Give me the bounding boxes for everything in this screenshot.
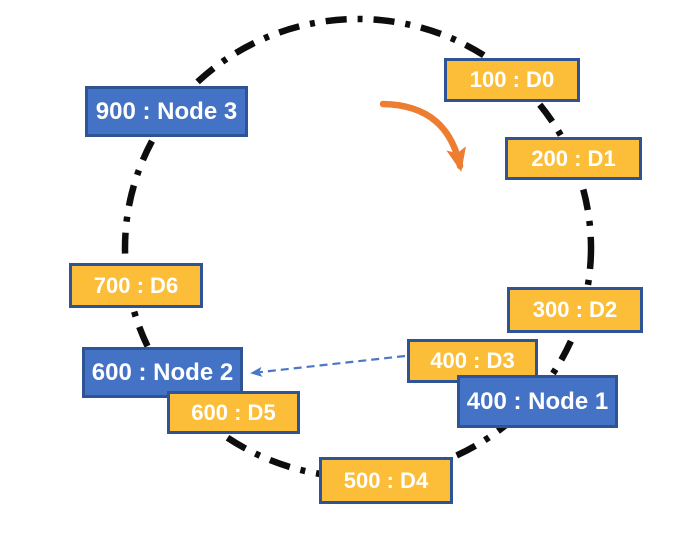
node-box-label: 900 : Node 3: [95, 97, 238, 125]
data-box-label: 200 : D1: [531, 145, 616, 171]
d3-to-node2-assignment-arrow-icon: [250, 354, 406, 377]
data-box-label: 700 : D6: [93, 272, 179, 298]
node-box-node-3: 900 : Node 3: [85, 86, 248, 137]
data-box-d2: 300 : D2: [507, 287, 643, 333]
hash-ring-circle: [121, 15, 595, 481]
node-box-node-2: 600 : Node 2: [82, 347, 243, 398]
data-box-label: 300 : D2: [532, 297, 618, 322]
data-box-label: 600 : D5: [191, 399, 276, 425]
node-box-label: 600 : Node 2: [91, 358, 234, 386]
node-box-node-1: 400 : Node 1: [457, 375, 618, 428]
clockwise-direction-arrow-icon: [379, 100, 466, 172]
data-box-d0: 100 : D0: [444, 58, 580, 102]
node-box-label: 400 : Node 1: [466, 387, 609, 415]
data-box-label: 400 : D3: [430, 348, 515, 373]
data-box-d1: 200 : D1: [505, 137, 642, 180]
data-box-d6: 700 : D6: [69, 263, 203, 308]
data-box-label: 100 : D0: [469, 67, 555, 92]
data-box-d5: 600 : D5: [167, 391, 300, 434]
data-box-label: 500 : D4: [343, 467, 429, 493]
data-box-d4: 500 : D4: [319, 457, 453, 504]
